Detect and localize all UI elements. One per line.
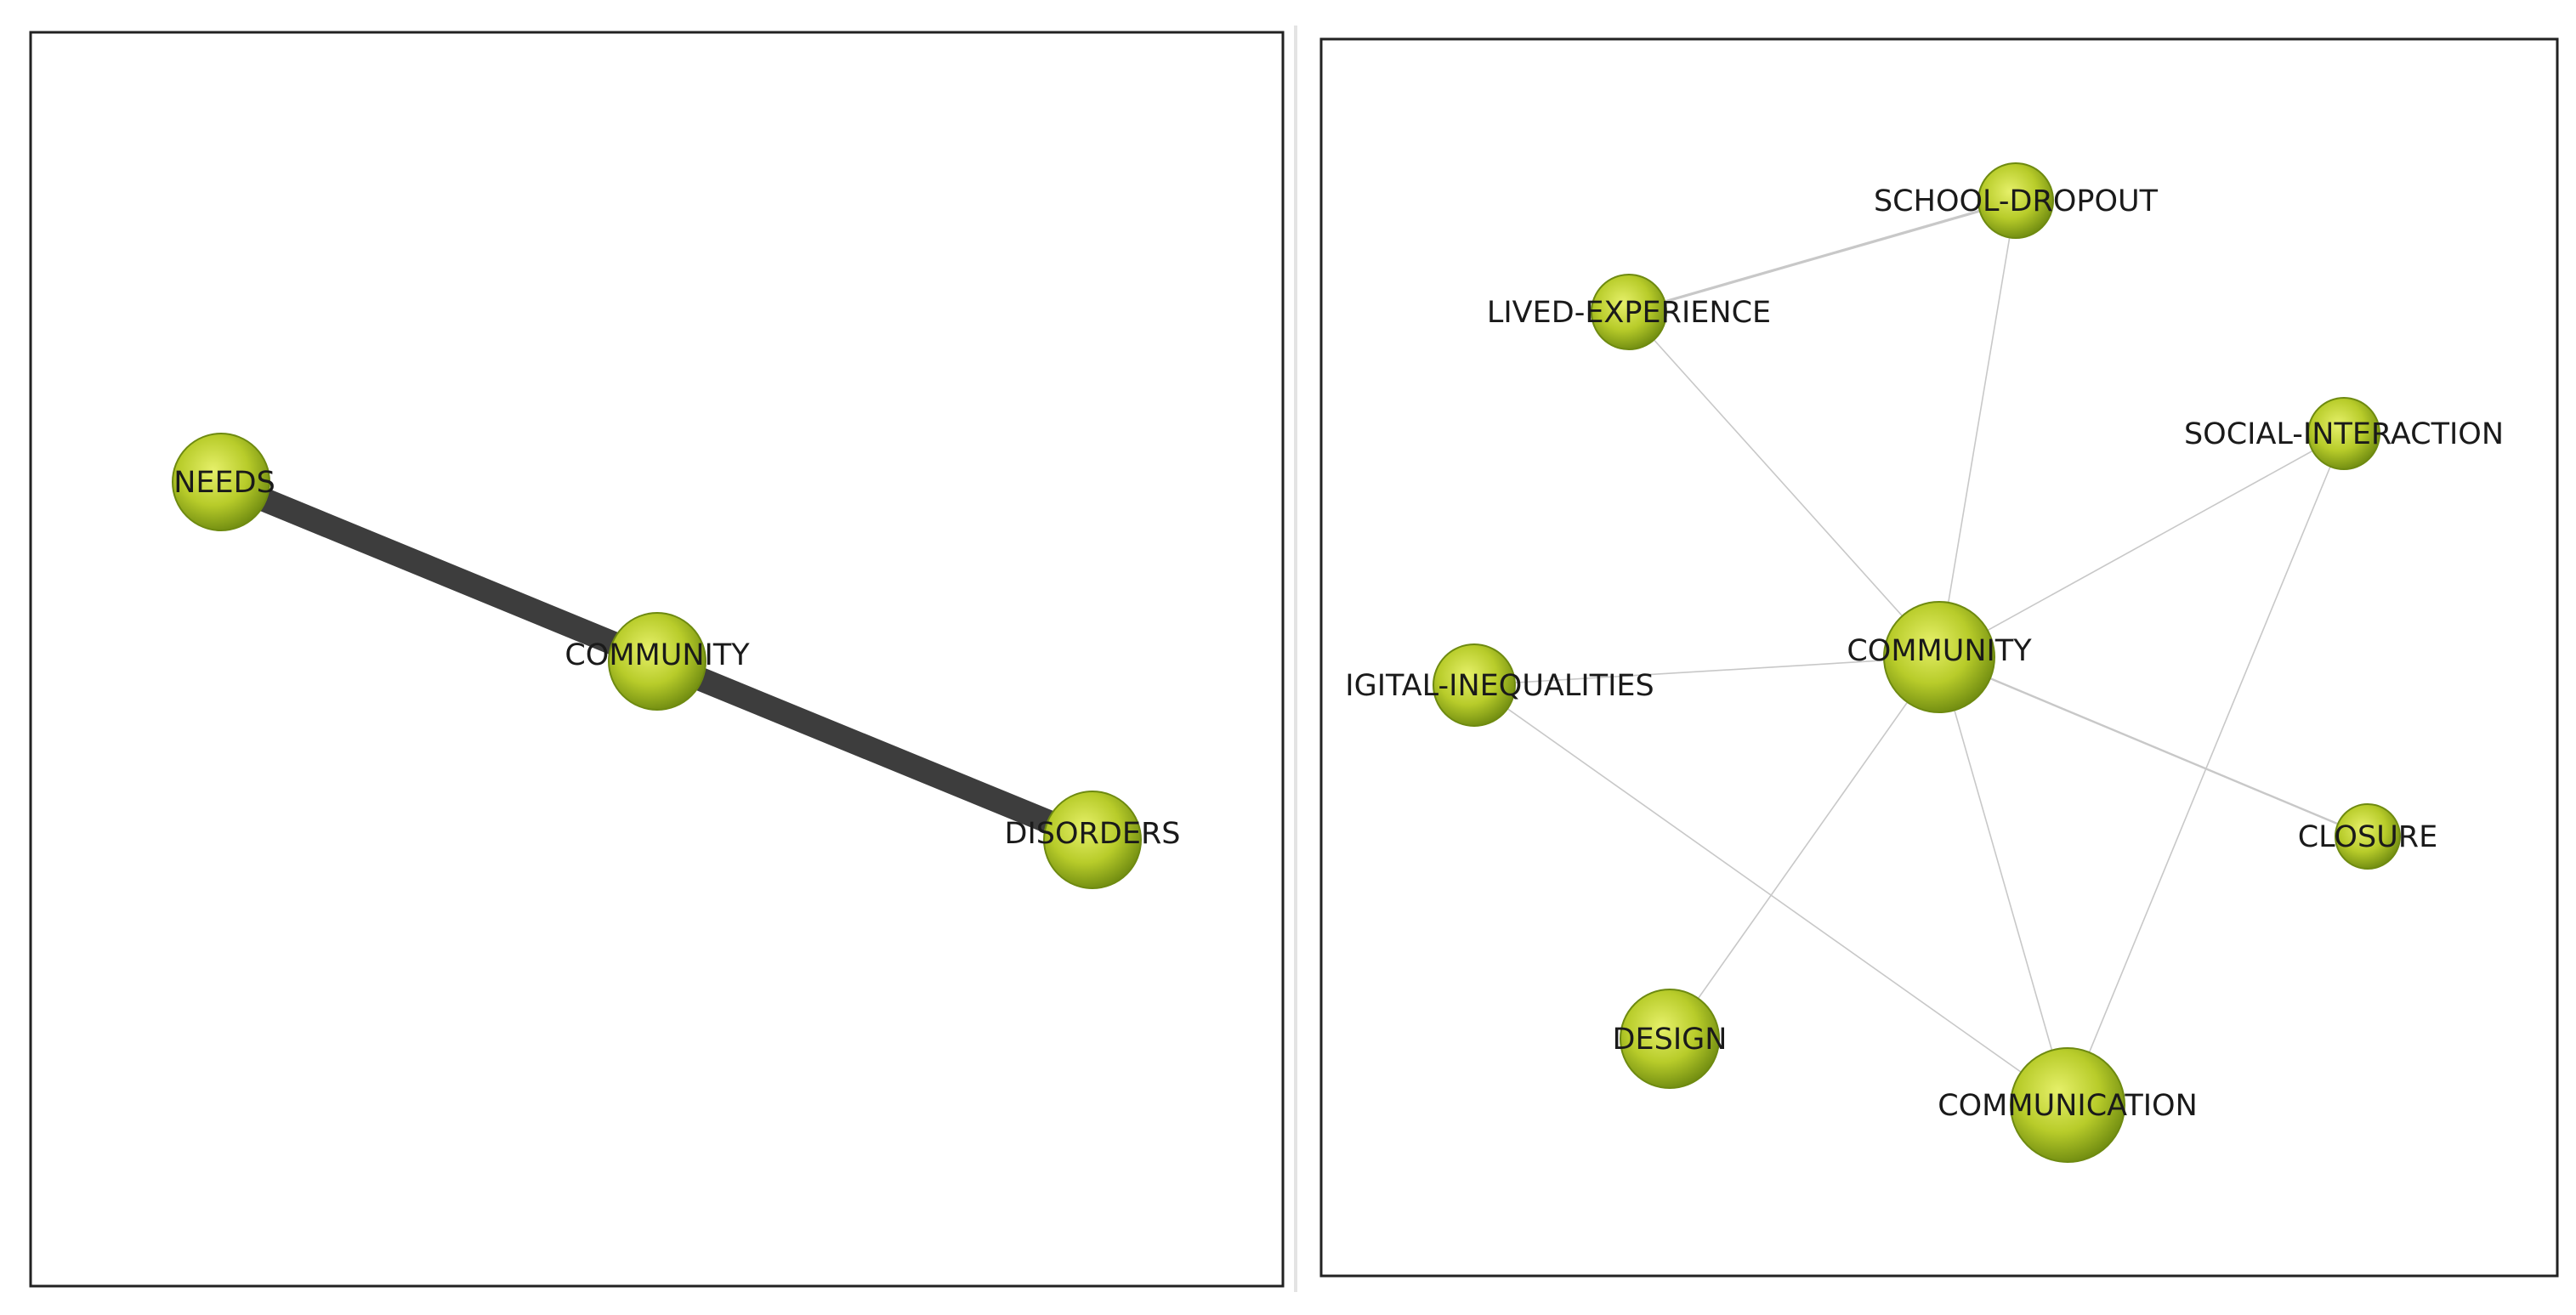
node-label-design: DESIGN (1613, 1023, 1728, 1057)
node-needs[interactable] (172, 433, 270, 531)
node-label-community: COMMUNITY (1847, 634, 2032, 668)
node-label-disorders: DISORDERS (1005, 817, 1181, 851)
node-label-needs: NEEDS (173, 466, 275, 500)
edge-community-design (1669, 656, 1940, 1040)
edge-lived-experience-school-dropout (1628, 199, 2017, 314)
node-label-community: COMMUNITY (565, 638, 750, 672)
nodes-layer (172, 162, 2401, 1163)
node-community[interactable] (608, 612, 706, 711)
edge-social-interaction-community (1938, 433, 2345, 658)
labels-layer: NEEDS COMMUNITY DISORDERS SCHOOL-DROPOUT LIV… (173, 184, 2504, 1123)
node-lived-experience[interactable] (1591, 274, 1667, 350)
edge-school-dropout-community (1938, 200, 2017, 658)
node-label-communication: COMMUNICATION (1938, 1089, 2198, 1123)
edges-layer (216, 199, 2369, 1106)
node-label-closure: CLOSURE (2298, 820, 2438, 854)
node-disorders[interactable] (1043, 791, 1142, 889)
node-closure[interactable] (2335, 803, 2401, 870)
node-label-lived-experience: LIVED-EXPERIENCE (1487, 296, 1771, 330)
edge-needs-community (216, 471, 662, 672)
node-social-interaction[interactable] (2307, 397, 2380, 470)
edge-digital-inequalities-community (1473, 656, 1940, 686)
node-communication[interactable] (2010, 1047, 2125, 1163)
edge-community-communication (1938, 656, 2068, 1106)
edge-community-disorders (652, 650, 1098, 851)
node-label-digital-inequalities: IGITAL-INEQUALITIES (1345, 669, 1654, 703)
node-label-social-interaction: SOCIAL-INTERACTION (2184, 417, 2504, 451)
node-community[interactable] (1883, 601, 1995, 713)
node-digital-inequalities[interactable] (1433, 643, 1516, 727)
node-design[interactable] (1620, 989, 1720, 1089)
node-school-dropout[interactable] (1977, 162, 2054, 239)
panel-divider (1294, 26, 1297, 1292)
edge-community-closure (1938, 655, 2369, 838)
edge-lived-experience-community (1628, 311, 1940, 658)
node-label-school-dropout: SCHOOL-DROPOUT (1874, 184, 2159, 218)
